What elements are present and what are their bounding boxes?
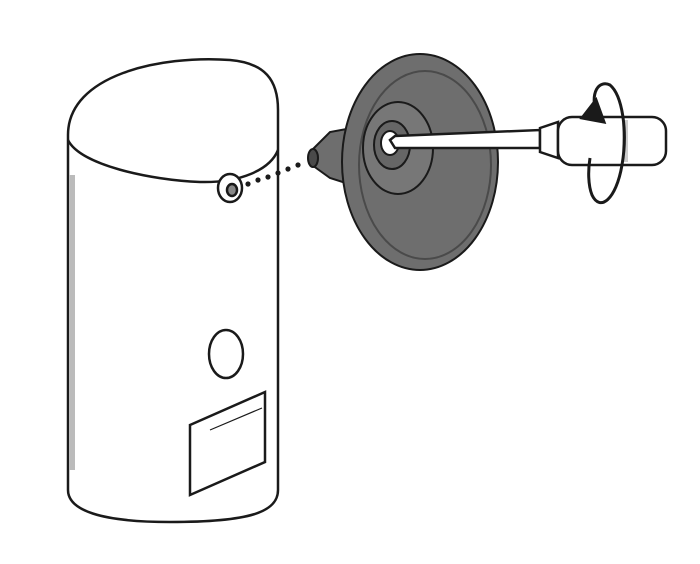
- suction-cup-mount: [307, 53, 499, 271]
- window-panel: [188, 390, 267, 497]
- screwdriver: [388, 115, 668, 167]
- dotted-alignment-line: [245, 162, 301, 187]
- device-illustration: [66, 58, 280, 524]
- rotation-arrow-icon: [579, 82, 626, 205]
- sensor-circle: [207, 328, 245, 380]
